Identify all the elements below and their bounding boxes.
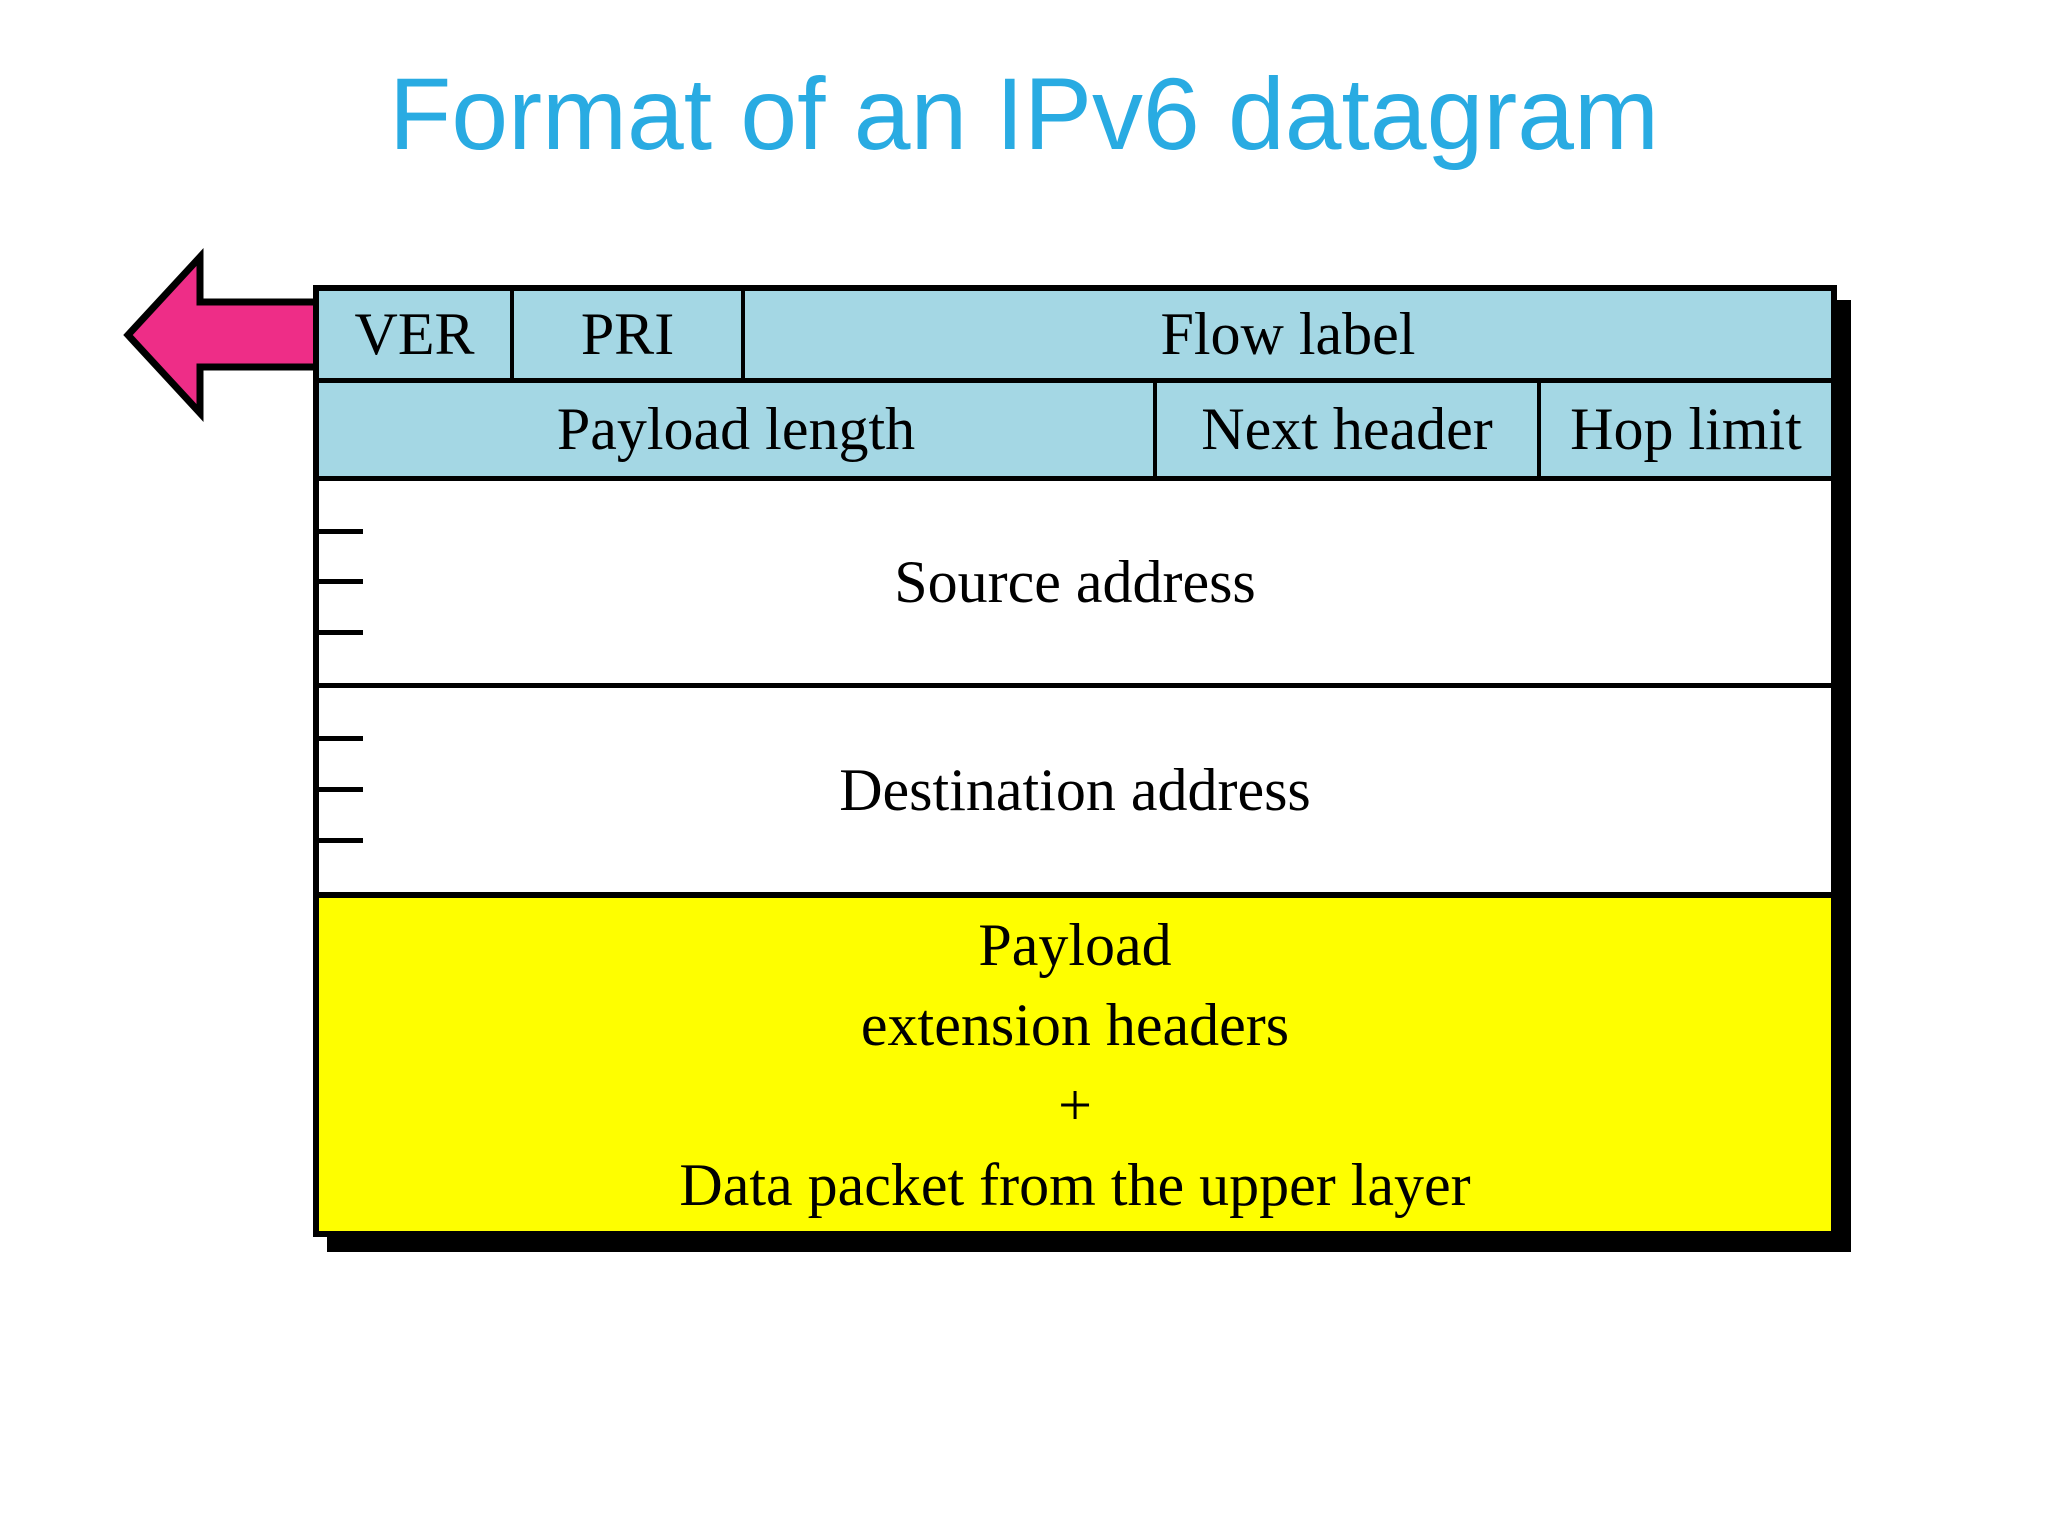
left-arrow-icon	[123, 248, 322, 422]
page-title: Format of an IPv6 datagram	[389, 57, 1659, 171]
section-source-address: Source address	[319, 481, 1831, 688]
destination-address-label: Destination address	[839, 756, 1311, 823]
cell-pri: PRI	[514, 291, 745, 378]
bit-tick-mark	[319, 736, 363, 741]
payload-line-1: Payload	[978, 911, 1172, 978]
cell-ver: VER	[319, 291, 514, 378]
section-payload: Payload extension headers + Data packet …	[319, 898, 1831, 1231]
ipv6-datagram-table: VER PRI Flow label Payload length Next h…	[313, 285, 1837, 1237]
bit-tick-mark	[319, 787, 363, 792]
bit-tick-mark	[319, 629, 363, 635]
cell-payload-length: Payload length	[319, 383, 1157, 476]
cell-next-header: Next header	[1157, 383, 1541, 476]
payload-line-4: Data packet from the upper layer	[679, 1151, 1471, 1218]
payload-plus-sign: +	[1058, 1071, 1092, 1138]
header-row-2: Payload length Next header Hop limit	[319, 383, 1831, 481]
cell-flow-label: Flow label	[1160, 301, 1416, 367]
bit-tick-mark	[319, 838, 363, 843]
cell-hop-limit: Hop limit	[1570, 396, 1802, 462]
payload-line-2: extension headers	[860, 991, 1290, 1058]
header-row-1: VER PRI Flow label	[319, 291, 1831, 383]
source-address-label: Source address	[894, 548, 1256, 615]
bit-tick-mark	[319, 528, 363, 534]
bit-tick-mark	[319, 579, 363, 584]
section-destination-address: Destination address	[319, 688, 1831, 898]
